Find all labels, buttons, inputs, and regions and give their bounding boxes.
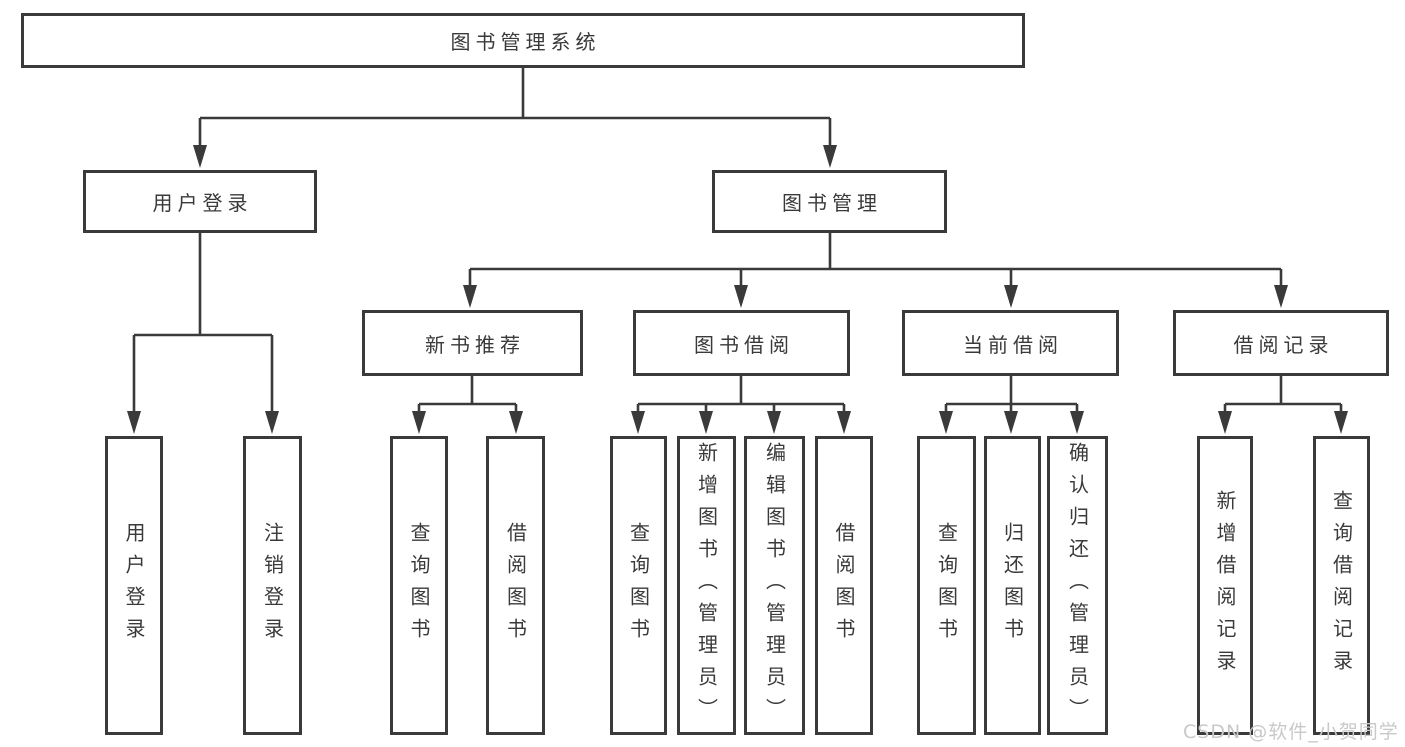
node-root-label: 图书管理系统	[450, 30, 601, 54]
node-user-login-leaf-label: 用户登录	[122, 521, 146, 650]
node-borrow-records-label: 借阅记录	[1233, 332, 1334, 357]
node-return-book-label: 归还图书	[1000, 521, 1025, 650]
node-add-book-admin: 新增图书（管理员）	[677, 436, 736, 735]
connector-login-to-leaves	[132, 233, 274, 414]
node-query-borrow-record: 查询借阅记录	[1313, 436, 1370, 735]
node-query-books-recommend-label: 查询图书	[407, 521, 431, 650]
node-edit-book-admin: 编辑图书（管理员）	[744, 436, 805, 735]
connector-mgmt-to-level3	[468, 233, 1283, 288]
node-logout-leaf-label: 注销登录	[260, 521, 285, 650]
node-current-borrow: 当前借阅	[902, 310, 1119, 376]
node-add-book-admin-label: 新增图书（管理员）	[694, 441, 719, 730]
node-confirm-return-admin-label: 确认归还（管理员）	[1065, 441, 1090, 730]
node-query-borrow-record-label: 查询借阅记录	[1329, 489, 1354, 682]
node-return-book: 归还图书	[984, 436, 1041, 735]
node-new-book-recommend-label: 新书推荐	[425, 332, 525, 357]
node-user-login-label: 用户登录	[152, 191, 253, 215]
node-query-books-current-label: 查询图书	[934, 521, 959, 650]
node-borrow-books-recommend: 借阅图书	[486, 436, 545, 735]
node-new-book-recommend: 新书推荐	[362, 310, 583, 376]
node-query-books-borrow: 查询图书	[610, 436, 667, 735]
node-user-login-leaf: 用户登录	[105, 436, 163, 735]
node-borrow-books-borrow: 借阅图书	[815, 436, 873, 735]
node-book-management: 图书管理	[712, 170, 947, 233]
node-add-borrow-record: 新增借阅记录	[1197, 436, 1253, 735]
node-borrow-books-recommend-label: 借阅图书	[503, 521, 528, 650]
csdn-watermark: CSDN @软件_小贺同学	[1183, 721, 1399, 743]
node-book-management-label: 图书管理	[782, 191, 882, 215]
node-book-borrow-label: 图书借阅	[694, 332, 794, 357]
node-user-login: 用户登录	[83, 170, 317, 233]
connector-records-to-leaves	[1223, 376, 1343, 414]
node-logout-leaf: 注销登录	[243, 436, 302, 735]
node-current-borrow-label: 当前借阅	[963, 332, 1063, 357]
node-book-borrow: 图书借阅	[633, 310, 850, 376]
node-query-books-current: 查询图书	[917, 436, 976, 735]
connector-current-to-leaves	[944, 376, 1079, 414]
node-confirm-return-admin: 确认归还（管理员）	[1047, 436, 1108, 735]
connector-root-to-level2	[198, 68, 832, 148]
node-query-books-recommend: 查询图书	[390, 436, 448, 735]
node-add-borrow-record-label: 新增借阅记录	[1213, 489, 1237, 682]
node-root: 图书管理系统	[21, 13, 1025, 68]
node-borrow-records: 借阅记录	[1173, 310, 1389, 376]
node-borrow-books-borrow-label: 借阅图书	[832, 521, 856, 650]
connector-borrow-to-leaves	[636, 376, 846, 414]
node-query-books-borrow-label: 查询图书	[626, 521, 651, 650]
node-edit-book-admin-label: 编辑图书（管理员）	[762, 441, 787, 730]
connector-recommend-to-leaves	[417, 376, 518, 414]
